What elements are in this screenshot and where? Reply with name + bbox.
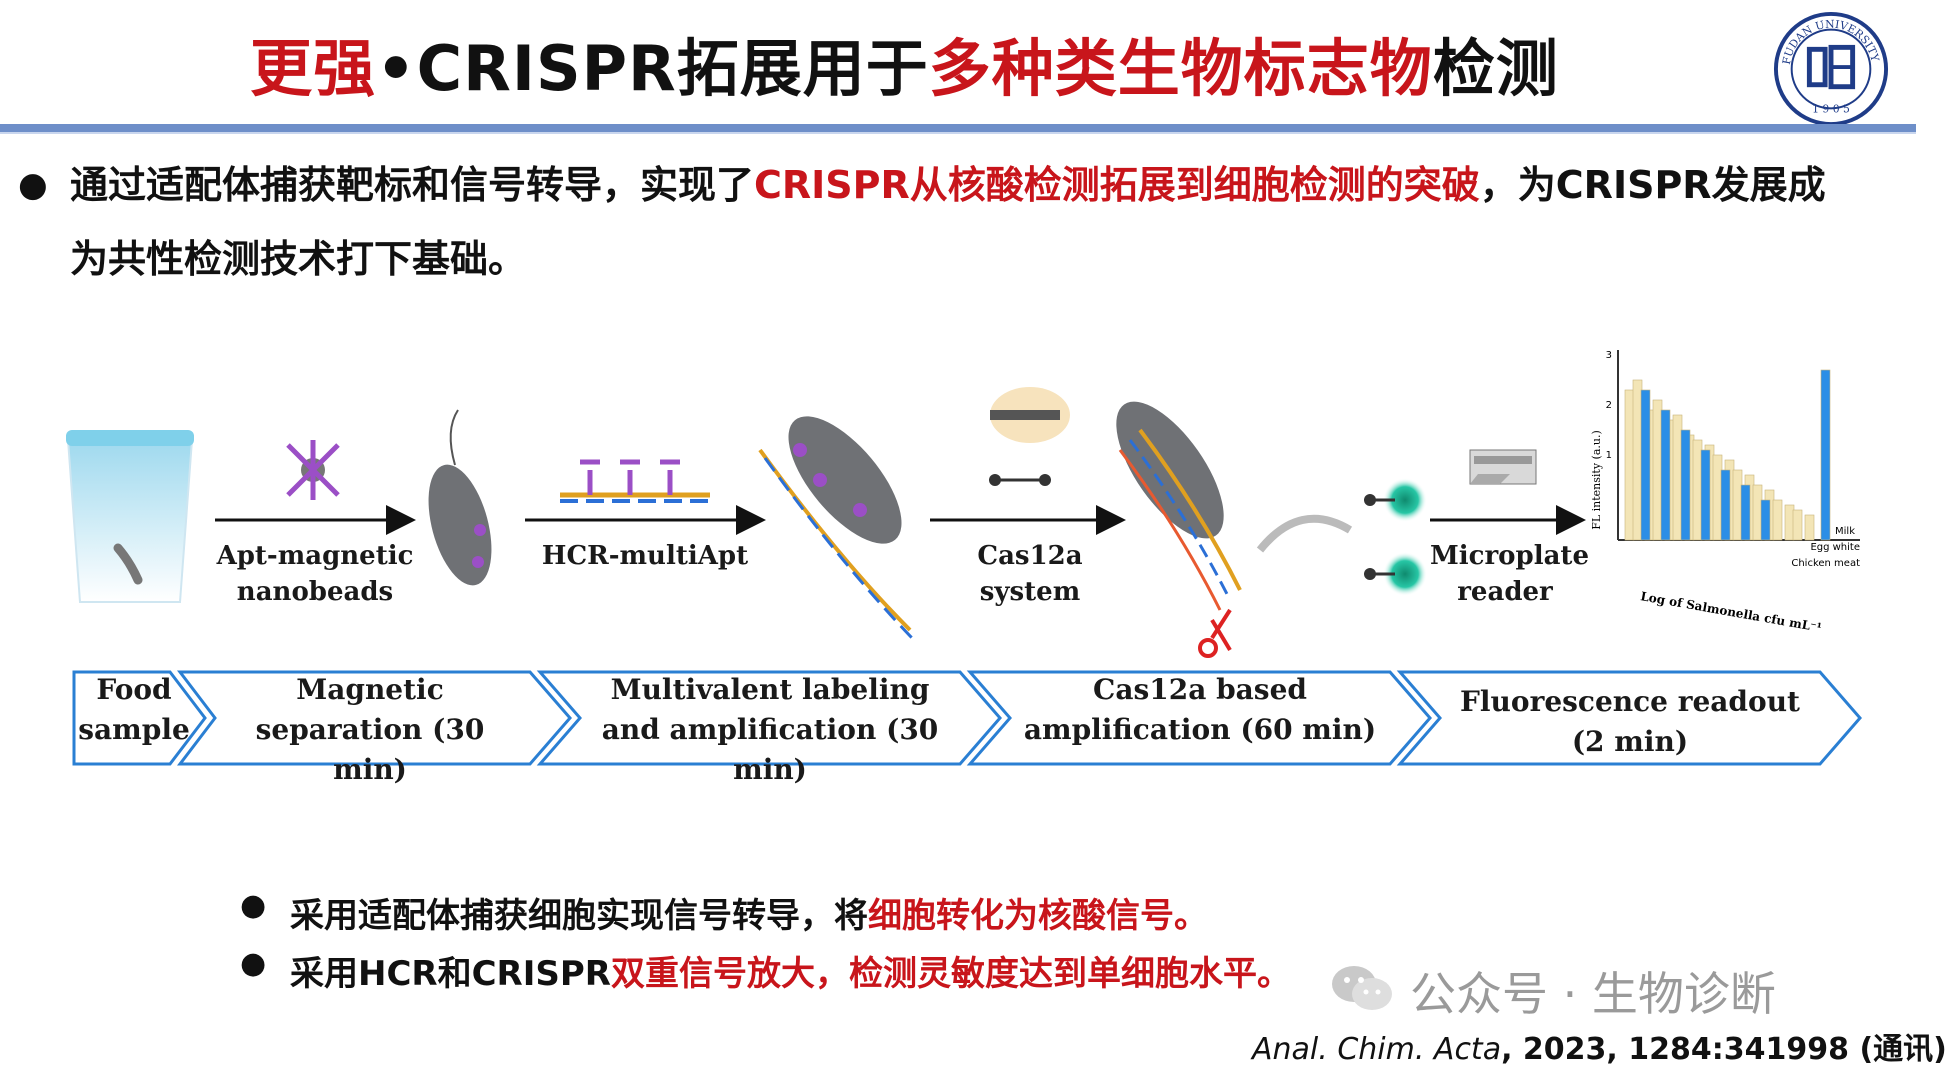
magnetic-bead-icon: [286, 440, 340, 500]
hcr-multiapt-icon: [560, 459, 710, 503]
chart-bar: [1672, 414, 1683, 541]
sub-bullet-2-a: 采用HCR和CRISPR: [290, 954, 611, 994]
main-bullet-text-b: CRISPR从核酸检测拓展到细胞检测的突破: [754, 163, 1480, 207]
bullet-dot: ●: [240, 888, 267, 923]
chart-bar: [1720, 469, 1731, 541]
sub-bullet-text: 采用HCR和CRISPR双重信号放大，检测灵敏度达到单细胞水平。: [290, 946, 1291, 995]
title-part-1: 更强: [250, 32, 377, 105]
chart-bar: [1784, 504, 1795, 541]
cas12a-cleavage-icon: [1116, 401, 1353, 658]
step-multivalent-labeling: Multivalent labeling and amplification (…: [601, 673, 939, 786]
label-cas12a-system: Cas12a system: [977, 541, 1083, 607]
step-magnetic-separation: Magnetic separation (30 min): [255, 673, 485, 786]
chevron-multivalent-labeling: [536, 670, 1002, 766]
chevron-cas12a-amplification: [966, 670, 1432, 766]
chart-ytick-3: 1: [1606, 450, 1612, 461]
step-food-sample: Food sample: [78, 673, 190, 746]
fudan-university-seal-icon: FUDAN UNIVERSITY 1 9 0 5: [1773, 11, 1889, 127]
chart-bar: [1804, 514, 1815, 541]
chart-bar: [1732, 469, 1743, 541]
chart-xlabel: Log of Salmonella cfu mL⁻¹: [1639, 589, 1822, 635]
sub-bullet-1-a: 采用适配体捕获细胞实现信号转导，将: [290, 896, 868, 936]
chart-ylabel: FL intensity (a.u.): [1590, 430, 1603, 530]
chart-bar: [1792, 509, 1803, 541]
chevron-food-sample: [72, 670, 207, 766]
title-part-4: 检测: [1432, 32, 1559, 105]
chart-bar: [1660, 409, 1671, 541]
page-title: 更强•CRISPR拓展用于多种类生物标志物检测: [250, 18, 1559, 108]
microplate-reader-icon: [1469, 449, 1537, 485]
chart-ytick-1: 3: [1606, 350, 1612, 361]
chart-bar: [1624, 389, 1635, 541]
cas12a-icon: [989, 387, 1070, 486]
chart-bar: [1680, 429, 1691, 541]
main-bullet-text-a: 通过适配体捕获靶标和信号转导，实现了: [70, 163, 755, 207]
chart-bar: [1752, 484, 1763, 541]
bullet-dot: ●: [240, 946, 267, 981]
chart-bar: [1712, 454, 1723, 541]
bacterium-captured-icon: [428, 409, 492, 586]
chart-bar: [1652, 399, 1663, 541]
chart-legend-milk: Milk: [1835, 526, 1855, 537]
chart-bar: [1740, 484, 1751, 541]
title-part-3: 多种类生物标志物: [928, 32, 1433, 105]
chevron-magnetic-separation: [176, 670, 572, 766]
watermark-text: 公众号 · 生物诊断: [1410, 967, 1776, 1021]
fluorescence-glow-icon: [1364, 478, 1427, 596]
sub-bullet-2-b: 双重信号放大，检测灵敏度达到单细胞水平。: [610, 954, 1291, 994]
chart-legend-chicken: Chicken meat: [1791, 558, 1860, 569]
workflow-chevrons: [72, 670, 1862, 766]
chart-ytick-2: 2: [1606, 400, 1612, 411]
main-bullet-text: 通过适配体捕获靶标和信号转导，实现了CRISPR从核酸检测拓展到细胞检测的突破，…: [70, 148, 1840, 296]
bullet-dot: ●: [18, 165, 48, 205]
citation: Anal. Chim. Acta, 2023, 1284:341998 (通讯): [1252, 1024, 1947, 1068]
wechat-icon: [1332, 966, 1392, 1010]
sub-bullet-1-b: 细胞转化为核酸信号。: [868, 896, 1208, 936]
title-part-2: •CRISPR拓展用于: [376, 32, 929, 105]
sub-bullet-text: 采用适配体捕获细胞实现信号转导，将细胞转化为核酸信号。: [290, 888, 1208, 937]
workflow-graphic: 3 2 1 FL intensity (a.u.) Log of Salmone…: [66, 350, 1860, 658]
label-apt-magnetic: Apt-magnetic nanobeads: [216, 541, 414, 607]
citation-rest: , 2023, 1284:341998 (通讯): [1501, 1032, 1947, 1067]
chart-bar: [1772, 499, 1783, 541]
labeled-bacterium-icon: [758, 416, 914, 640]
title-rule-shadow: [0, 132, 1916, 134]
title-rule: [0, 124, 1916, 132]
chart-bar: [1632, 379, 1643, 541]
citation-journal: Anal. Chim. Acta: [1252, 1032, 1502, 1067]
step-fluorescence-readout: Fluorescence readout (2 min): [1460, 685, 1800, 758]
chart-legend-egg: Egg white: [1810, 542, 1860, 553]
chart-bar: [1640, 389, 1651, 541]
workflow-figure: 3 2 1 FL intensity (a.u.) Log of Salmone…: [60, 330, 1862, 786]
chart-bar: [1692, 439, 1703, 541]
main-bullet-text-c: ，为CRISPR发展成为共性检测技术打下基础。: [70, 163, 1826, 281]
chevron-fluorescence-readout: [1396, 670, 1862, 766]
label-hcr-multiapt: HCR-multiApt: [541, 541, 749, 571]
fluorescence-bar-chart: 3 2 1 FL intensity (a.u.) Log of Salmone…: [1590, 350, 1860, 635]
chart-bar: [1700, 449, 1711, 541]
food-sample-cup-icon: [66, 430, 194, 603]
step-cas12a-amplification: Cas12a based amplification (60 min): [1023, 673, 1377, 746]
chart-bar: [1820, 369, 1831, 541]
chart-bar: [1760, 499, 1771, 541]
label-microplate-reader: Microplate reader: [1430, 541, 1589, 607]
svg-text:1 9 0 5: 1 9 0 5: [1812, 102, 1850, 115]
